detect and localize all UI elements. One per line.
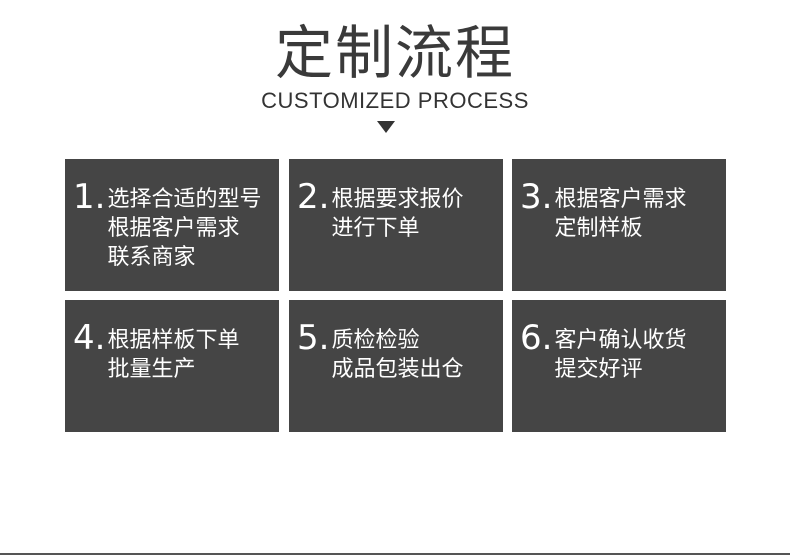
step-line: 定制样板 <box>554 216 643 241</box>
step-card-4: 4. 根据样板下单 批量生产 <box>65 300 279 432</box>
page-subtitle: CUSTOMIZED PROCESS <box>261 88 529 113</box>
step-5: 5. 质检检验 成品包装出仓 <box>297 318 503 384</box>
step-3: 3. 根据客户需求 定制样板 <box>520 177 726 243</box>
step-text: 质检检验 成品包装出仓 <box>331 318 463 384</box>
step-text: 根据样板下单 批量生产 <box>107 318 239 384</box>
step-card-3: 3. 根据客户需求 定制样板 <box>512 159 726 291</box>
down-arrow-icon <box>377 121 395 133</box>
step-line: 质检检验 <box>331 328 420 353</box>
step-4: 4. 根据样板下单 批量生产 <box>73 318 279 384</box>
step-text: 根据要求报价 进行下单 <box>331 177 463 243</box>
page-title: 定制流程 <box>274 19 515 87</box>
step-number: 3. <box>520 177 553 217</box>
bottom-divider <box>0 553 790 555</box>
step-text: 根据客户需求 定制样板 <box>554 177 686 243</box>
step-text: 选择合适的型号 根据客户需求 联系商家 <box>107 177 261 272</box>
step-line: 批量生产 <box>107 357 196 382</box>
step-6: 6. 客户确认收货 提交好评 <box>520 318 726 384</box>
step-card-2: 2. 根据要求报价 进行下单 <box>289 159 503 291</box>
step-line: 根据要求报价 <box>331 187 464 212</box>
step-line: 根据样板下单 <box>107 328 240 353</box>
step-number: 1. <box>73 177 106 217</box>
step-1: 1. 选择合适的型号 根据客户需求 联系商家 <box>73 177 279 272</box>
step-card-6: 6. 客户确认收货 提交好评 <box>512 300 726 432</box>
step-line: 联系商家 <box>107 245 196 270</box>
step-number: 4. <box>73 318 106 358</box>
step-line: 选择合适的型号 <box>107 187 262 212</box>
step-line: 成品包装出仓 <box>331 357 464 382</box>
step-line: 提交好评 <box>554 357 643 382</box>
step-number: 6. <box>520 318 553 358</box>
step-text: 客户确认收货 提交好评 <box>554 318 686 384</box>
step-2: 2. 根据要求报价 进行下单 <box>297 177 503 243</box>
step-line: 根据客户需求 <box>107 216 240 241</box>
step-line: 客户确认收货 <box>554 328 687 353</box>
step-number: 2. <box>297 177 330 217</box>
step-line: 根据客户需求 <box>554 187 687 212</box>
step-number: 5. <box>297 318 330 358</box>
step-card-1: 1. 选择合适的型号 根据客户需求 联系商家 <box>65 159 279 291</box>
step-card-5: 5. 质检检验 成品包装出仓 <box>289 300 503 432</box>
step-line: 进行下单 <box>331 216 420 241</box>
